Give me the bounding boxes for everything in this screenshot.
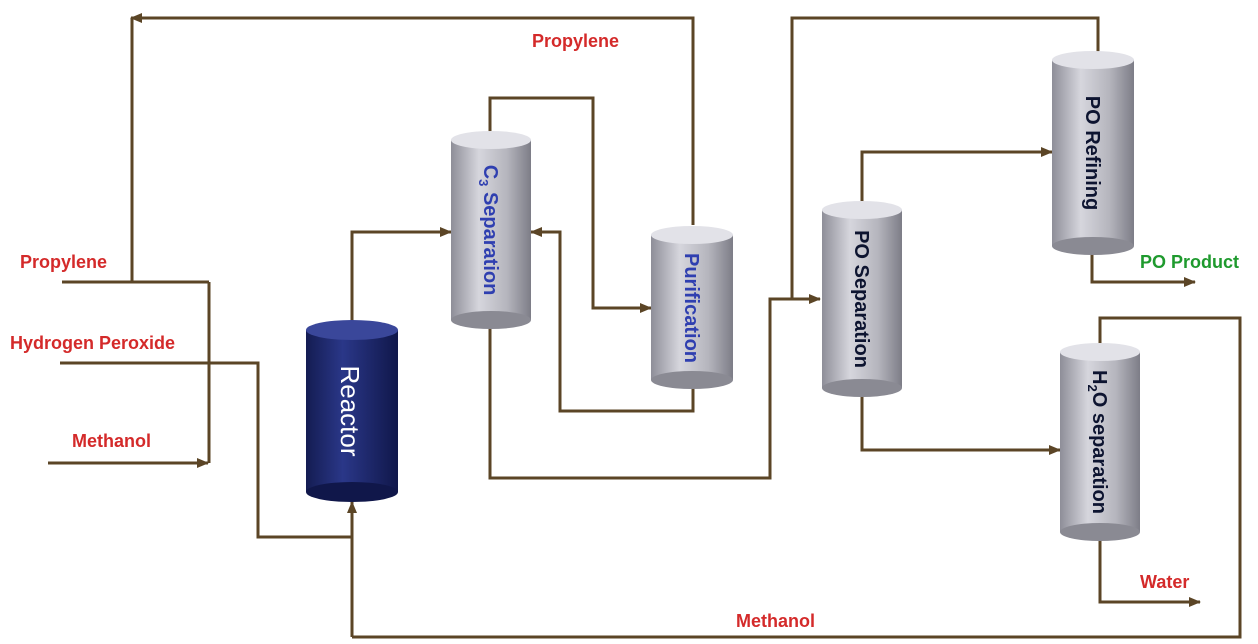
purification-column (651, 226, 733, 389)
h2o-separation-column (1060, 343, 1140, 541)
water-line (1098, 532, 1201, 607)
po-product-label: PO Product (1140, 252, 1239, 272)
c3-separation-label: C3 Separation (476, 165, 501, 296)
reactor-label: Reactor (335, 365, 365, 456)
water-label: Water (1140, 572, 1189, 592)
po-separation-to-refining-line (860, 147, 1053, 205)
po-product-line (1090, 248, 1196, 287)
propylene-recycle-line (132, 16, 695, 225)
po-separation-label: PO Separation (850, 230, 872, 368)
c3-separation-column (451, 131, 531, 329)
methanol-recycle-line (352, 316, 1242, 639)
c3-to-po-separation-line (488, 294, 821, 480)
purification-to-c3-return-line (530, 227, 695, 413)
pipes (48, 13, 1242, 639)
reactor-vessel (306, 320, 398, 502)
po-refining-label: PO Refining (1081, 96, 1103, 210)
h2o-separation-label: H2O separation (1085, 370, 1110, 514)
feed-methanol-label: Methanol (72, 431, 151, 451)
po-refining-column (1052, 51, 1134, 255)
purification-label: Purification (680, 253, 702, 363)
po-separation-to-h2o-line (860, 388, 1061, 455)
po-separation-column (822, 201, 902, 397)
c3-to-purification-line (488, 96, 652, 313)
reactor-to-c3-line (350, 227, 452, 330)
recycle-propylene-label: Propylene (532, 31, 619, 51)
po-refining-overhead-line (790, 16, 1100, 299)
recycle-methanol-label: Methanol (736, 611, 815, 631)
hydrogen-peroxide-feed-line (60, 361, 352, 539)
feed-hydrogen-peroxide-label: Hydrogen Peroxide (10, 333, 175, 353)
feed-propylene-label: Propylene (20, 252, 107, 272)
